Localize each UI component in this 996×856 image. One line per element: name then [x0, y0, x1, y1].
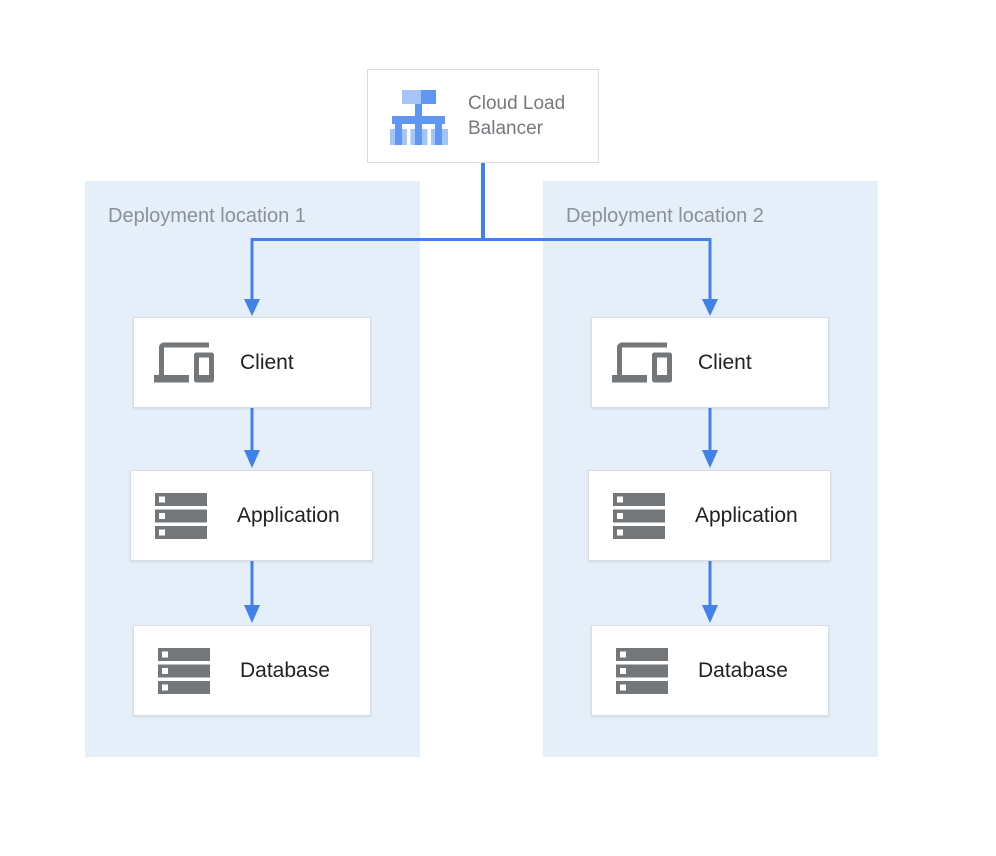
- region-label: Deployment location 1: [108, 205, 306, 227]
- arrowhead-database-2: [702, 605, 718, 623]
- arrowhead-database-1: [244, 605, 260, 623]
- arrowhead-client-1: [244, 299, 260, 316]
- node-cloud-load-balancer: Cloud Load Balancer: [367, 69, 599, 163]
- arrowhead-application-1: [244, 450, 260, 468]
- node-label: Client: [698, 350, 752, 374]
- node-client-1: Client: [133, 317, 371, 408]
- server-stack-icon: [154, 647, 214, 694]
- node-client-2: Client: [591, 317, 829, 408]
- node-label: Database: [698, 658, 788, 682]
- node-database-2: Database: [591, 625, 829, 716]
- cloud-load-balancer-icon: [386, 87, 450, 145]
- node-label: Cloud Load Balancer: [468, 93, 566, 139]
- arrowhead-client-2: [702, 299, 718, 316]
- node-database-1: Database: [133, 625, 371, 716]
- arrowhead-application-2: [702, 450, 718, 468]
- node-label: Database: [240, 658, 330, 682]
- server-stack-icon: [609, 492, 669, 539]
- node-label: Application: [237, 503, 340, 527]
- region-label: Deployment location 2: [566, 205, 764, 227]
- node-application-1: Application: [130, 470, 373, 561]
- node-label: Application: [695, 503, 798, 527]
- node-application-2: Application: [588, 470, 831, 561]
- client-devices-icon: [612, 340, 672, 385]
- server-stack-icon: [151, 492, 211, 539]
- server-stack-icon: [612, 647, 672, 694]
- client-devices-icon: [154, 340, 214, 385]
- node-label: Client: [240, 350, 294, 374]
